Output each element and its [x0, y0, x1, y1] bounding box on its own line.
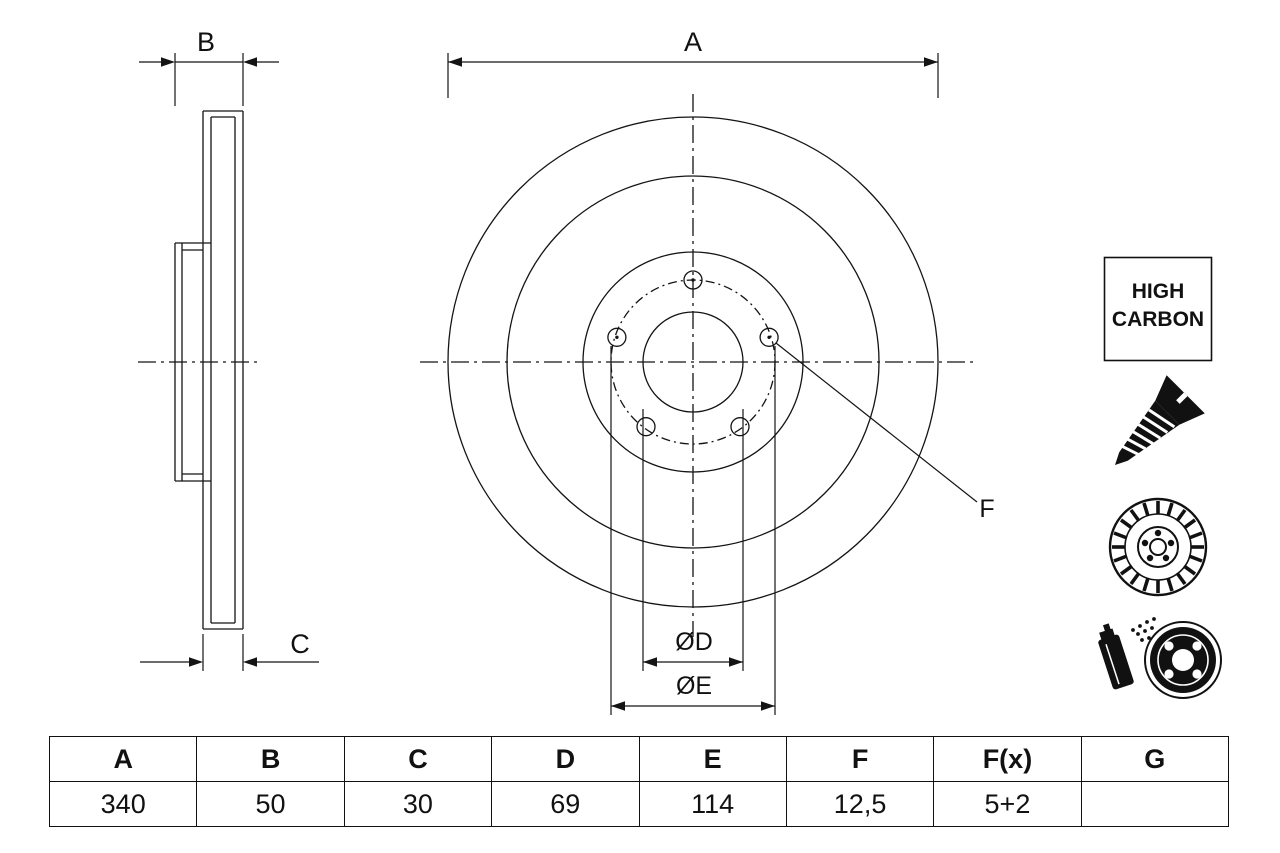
spray-droplets: [1131, 617, 1156, 642]
dim-c-label: C: [290, 629, 310, 659]
header-cell-c: C: [343, 736, 493, 782]
value-cell-b: 50: [196, 781, 345, 827]
bolt-hole: [759, 327, 779, 347]
value-cell-d: 69: [491, 781, 640, 827]
dim-a-label: A: [684, 27, 702, 57]
dim-e-label: ØE: [676, 672, 712, 700]
value-cell-fx: 5+2: [933, 781, 1082, 827]
bolt-hole: [730, 417, 750, 437]
bolt-hole: [636, 417, 656, 437]
header-cell-d: D: [491, 736, 640, 782]
high-carbon-line2: CARBON: [1112, 308, 1204, 331]
value-cell-e: 114: [638, 781, 787, 827]
hole-center-marks: [615, 278, 771, 339]
high-carbon-line1: HIGH: [1132, 280, 1185, 303]
header-cell-b: B: [196, 736, 345, 782]
dimension-lines: [139, 53, 978, 715]
high-carbon-badge: HIGH CARBON: [1103, 256, 1213, 362]
dim-b-label: B: [197, 27, 215, 57]
spec-table-value-row: 340 50 30 69 114 12,5 5+2: [48, 781, 1230, 827]
header-cell-e: E: [638, 736, 787, 782]
header-cell-a: A: [48, 736, 198, 782]
front-view: [420, 94, 974, 637]
header-cell-f: F: [785, 736, 935, 782]
value-cell-f: 12,5: [785, 781, 935, 827]
brake-disc-drawing: A B C ØD ØE F HIGH CARBON: [138, 27, 1222, 715]
screw-icon: [1114, 375, 1205, 466]
spray-coating-icon: [1098, 617, 1222, 699]
dim-f-label: F: [979, 495, 994, 523]
dim-d-label: ØD: [675, 628, 713, 656]
dimension-arrowheads: [161, 57, 938, 711]
header-cell-g: G: [1080, 736, 1230, 782]
brake-disc-icon: [1108, 497, 1208, 597]
dimension-labels: A B C ØD ØE F: [197, 27, 995, 700]
f-leader-line: [775, 342, 978, 503]
spec-table: A B C D E F F(x) G 340 50 30 69 114 12,5…: [48, 736, 1230, 827]
section-view: [138, 110, 258, 630]
value-cell-g: [1080, 781, 1230, 827]
spec-table-header-row: A B C D E F F(x) G: [48, 736, 1230, 782]
value-cell-a: 340: [48, 781, 198, 827]
spray-can: [1098, 623, 1134, 690]
value-cell-c: 30: [343, 781, 493, 827]
header-cell-fx: F(x): [933, 736, 1082, 782]
bolt-hole: [607, 327, 627, 347]
